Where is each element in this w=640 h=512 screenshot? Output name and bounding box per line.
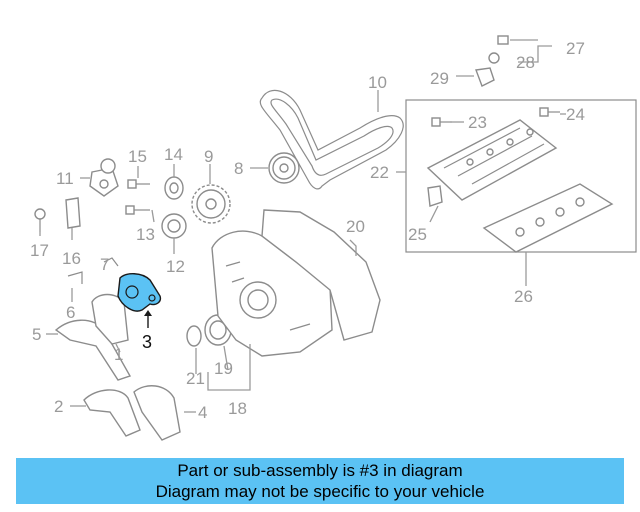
callout-15: 15: [128, 147, 147, 166]
part-9-sprocket[interactable]: [191, 184, 231, 224]
part-14-idler[interactable]: [164, 176, 184, 200]
part-6-clip[interactable]: [67, 271, 83, 284]
callout-16: 16: [62, 249, 81, 268]
callout-14: 14: [164, 145, 183, 164]
callout-9: 9: [204, 147, 213, 166]
callout-29: 29: [430, 69, 449, 88]
callout-4: 4: [198, 403, 207, 422]
part-27-28-fitting[interactable]: [488, 35, 509, 64]
callout-21: 21: [186, 369, 205, 388]
part-8-sprocket[interactable]: [268, 152, 300, 184]
callout-23: 23: [468, 113, 487, 132]
part-11-tensioner[interactable]: [89, 158, 119, 197]
banner-line-2: Diagram may not be specific to your vehi…: [155, 482, 485, 501]
callout-3: 3: [142, 332, 152, 352]
callout-12: 12: [166, 257, 185, 276]
callout-7: 7: [100, 255, 109, 274]
callout-1: 1: [114, 345, 123, 364]
callout-labels: 27 28 29 10 23 24 22 25 26 8 9 14 15 11 …: [30, 39, 585, 422]
callout-2: 2: [54, 397, 63, 416]
callout-27: 27: [566, 39, 585, 58]
callout-8: 8: [234, 159, 243, 178]
part-13-bolt[interactable]: [125, 205, 150, 215]
callout-13: 13: [136, 225, 155, 244]
parts-diagram: 27 28 29 10 23 24 22 25 26 8 9 14 15 11 …: [30, 35, 637, 441]
part-20-rear-cover[interactable]: [261, 209, 381, 341]
banner-line-1: Part or sub-assembly is #3 in diagram: [177, 461, 463, 480]
callout-19: 19: [214, 359, 233, 378]
part-2-lower-cover[interactable]: [83, 389, 141, 437]
part-1-upper-cover[interactable]: [91, 293, 129, 345]
part-22-head-cover-group[interactable]: [405, 99, 637, 253]
part-21-seal[interactable]: [186, 325, 202, 347]
callout-28: 28: [516, 53, 535, 72]
part-4-lower-cover[interactable]: [133, 385, 181, 441]
leader-lines: [39, 39, 566, 413]
part-24-bolt[interactable]: [539, 107, 560, 117]
part-7-fitting[interactable]: [103, 257, 119, 267]
callout-26: 26: [514, 287, 533, 306]
part-23-bolt[interactable]: [431, 117, 452, 127]
part-3-highlighted[interactable]: [117, 273, 162, 328]
callout-17: 17: [30, 241, 49, 260]
part-26-gasket[interactable]: [482, 183, 614, 253]
callout-10: 10: [368, 73, 387, 92]
info-banner: Part or sub-assembly is #3 in diagram Di…: [16, 458, 624, 504]
part-17-bolt[interactable]: [34, 208, 46, 232]
callout-22: 22: [370, 163, 389, 182]
part-25-bracket[interactable]: [427, 185, 443, 207]
part-18-timing-case[interactable]: [211, 230, 333, 357]
callout-6: 6: [66, 303, 75, 322]
part-15-bolt[interactable]: [127, 179, 150, 189]
callout-24: 24: [566, 105, 585, 124]
callout-25: 25: [408, 225, 427, 244]
callout-5: 5: [32, 325, 41, 344]
callout-20: 20: [346, 217, 365, 236]
part-16-bracket[interactable]: [65, 197, 81, 229]
part-29-sensor[interactable]: [475, 67, 495, 87]
callout-11: 11: [56, 169, 74, 188]
part-12-pulley[interactable]: [161, 213, 187, 239]
part-10-timing-belt[interactable]: [259, 89, 404, 190]
callout-18: 18: [228, 399, 247, 418]
